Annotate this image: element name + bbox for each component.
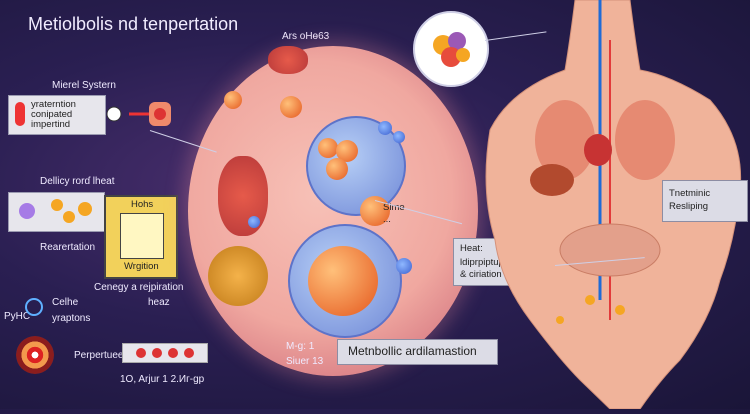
heat-callout-title: Heat: xyxy=(460,243,483,254)
box2-title: Hohs xyxy=(131,199,154,210)
label-mg: M-g: 1 xyxy=(286,341,315,352)
label-top-center: Ars oHɵ63 xyxy=(282,31,330,42)
label-mierel-system: Mierel Systern xyxy=(52,80,116,91)
nucleus-lower xyxy=(288,224,402,338)
process-arrow-icon xyxy=(104,96,174,134)
orange-cluster xyxy=(326,158,348,180)
heat-callout-line-2: & ciriation xyxy=(460,269,502,280)
dot-2 xyxy=(152,348,162,358)
vesicle xyxy=(378,121,392,135)
torso-svg xyxy=(485,0,742,410)
label-sime-sub: ... xyxy=(383,214,391,225)
label-sime: Sime xyxy=(383,202,405,213)
heat-callout-line-1: ldiprpiptup xyxy=(460,257,504,268)
vesicle xyxy=(393,131,405,143)
box1-line-2: conipated xyxy=(31,109,73,120)
orange-cluster xyxy=(224,91,242,109)
mitochondrion xyxy=(208,246,268,306)
glucose-molecule-icon xyxy=(19,199,92,223)
sime-callout: Sime ... xyxy=(355,196,435,242)
celhe-ring-icon xyxy=(25,298,43,316)
diagram-title: Metiolbolis nd tenpertation xyxy=(28,14,239,34)
info-box-1: yraterntion conipated impertind xyxy=(8,95,106,135)
label-rearation: Rearertation xyxy=(40,242,96,253)
vesicle xyxy=(248,216,260,228)
mitochondrion xyxy=(218,156,268,236)
heat-gauge: Hohs Wrgition xyxy=(104,195,178,279)
orange-cluster xyxy=(318,138,338,158)
box1-line-1: yraterntion xyxy=(31,99,76,110)
right-callout-line-1: Tnetminic xyxy=(669,188,711,199)
zoom-circle xyxy=(413,11,489,87)
box2-bottom: Wrgition xyxy=(124,261,159,272)
info-box-2 xyxy=(8,192,105,232)
human-body-illustration xyxy=(470,0,750,410)
label-siuer: Siuer 13 xyxy=(286,356,324,367)
label-bottom-numbers: 1O, Arjur 1 2.Иг-gp xyxy=(120,374,205,385)
dot-4 xyxy=(184,348,194,358)
orange-core xyxy=(308,246,378,316)
label-yraptons: yraptons xyxy=(52,313,91,324)
vesicle xyxy=(396,258,412,274)
mitochondrion xyxy=(268,46,308,74)
molecule-cluster-icon xyxy=(433,32,470,67)
label-perpertuee: Perpertuee xyxy=(74,350,124,361)
dot-3 xyxy=(168,348,178,358)
label-cenegy: Cenegy a rejpiration xyxy=(94,282,184,293)
right-callout: Tnetminic Resliping xyxy=(662,180,748,222)
label-pyhc: PyHC xyxy=(4,311,31,322)
metabolic-callout: Metnbollic ardilamastion xyxy=(337,339,498,365)
concentric-target-icon xyxy=(16,336,54,374)
thermometer-icon xyxy=(15,102,25,126)
metabolic-text: Metnbollic ardilamastion xyxy=(348,344,477,358)
gauge-panel xyxy=(120,213,164,259)
dot-1 xyxy=(136,348,146,358)
cell-illustration xyxy=(188,46,478,376)
box1-line-3: impertind xyxy=(31,119,71,130)
right-callout-line-2: Resliping xyxy=(669,201,709,212)
orange-cluster xyxy=(336,140,358,162)
label-celhe: Celhe xyxy=(52,297,79,308)
label-delicy-heat: Dellicy rorɗ lheat xyxy=(40,176,115,187)
dot-strip xyxy=(122,343,208,363)
orange-cluster xyxy=(280,96,302,118)
label-heaz: heaz xyxy=(148,297,170,308)
